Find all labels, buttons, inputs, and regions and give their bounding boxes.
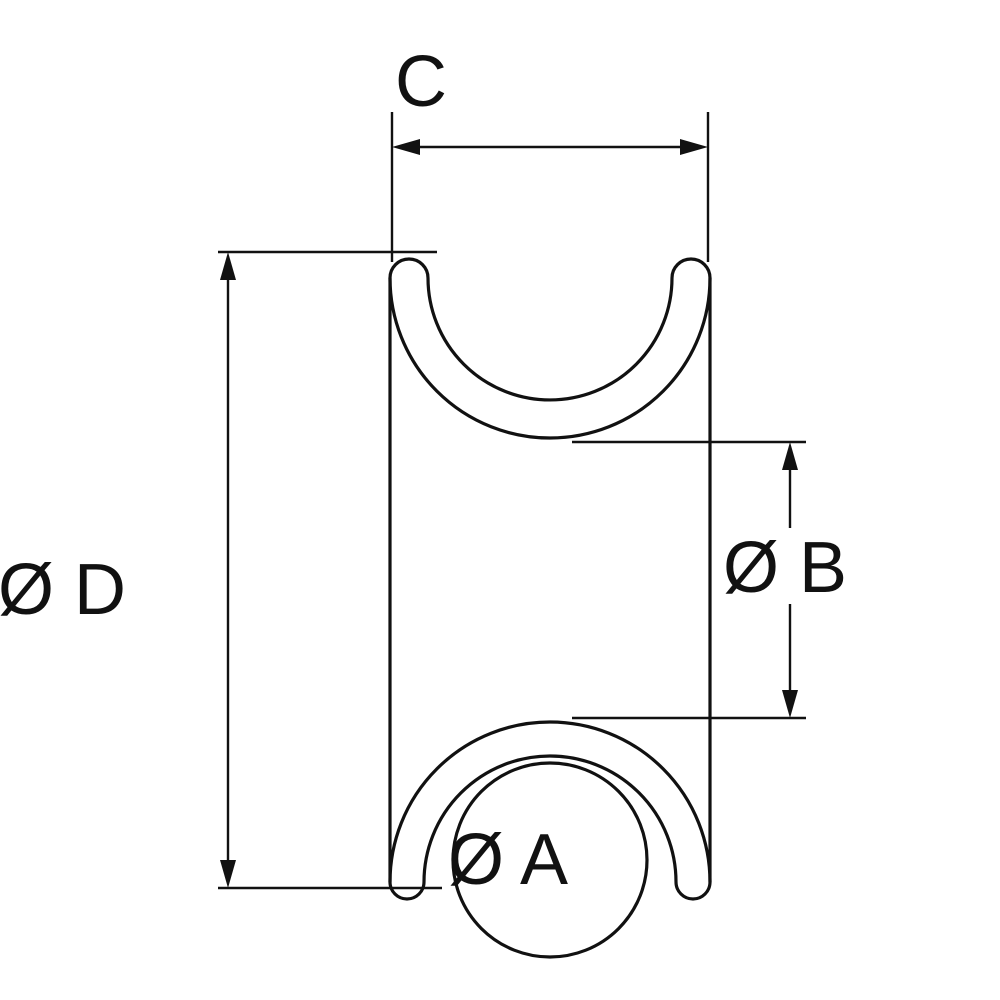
arrowhead-right-icon — [680, 139, 708, 155]
dimension-d-label: Ø D — [0, 550, 126, 630]
dimension-b-label: Ø B — [723, 528, 847, 608]
bore-label: Ø A — [448, 820, 568, 900]
arrowhead-up-icon — [782, 442, 798, 470]
arrowhead-up-icon — [220, 252, 236, 280]
arrowhead-left-icon — [392, 139, 420, 155]
arrowhead-down-icon — [782, 690, 798, 718]
dimension-c: C — [392, 42, 708, 262]
top-groove-outline — [390, 259, 710, 438]
dimension-c-label: C — [395, 42, 447, 122]
dimension-d: Ø D — [0, 252, 442, 888]
arrowhead-down-icon — [220, 860, 236, 888]
